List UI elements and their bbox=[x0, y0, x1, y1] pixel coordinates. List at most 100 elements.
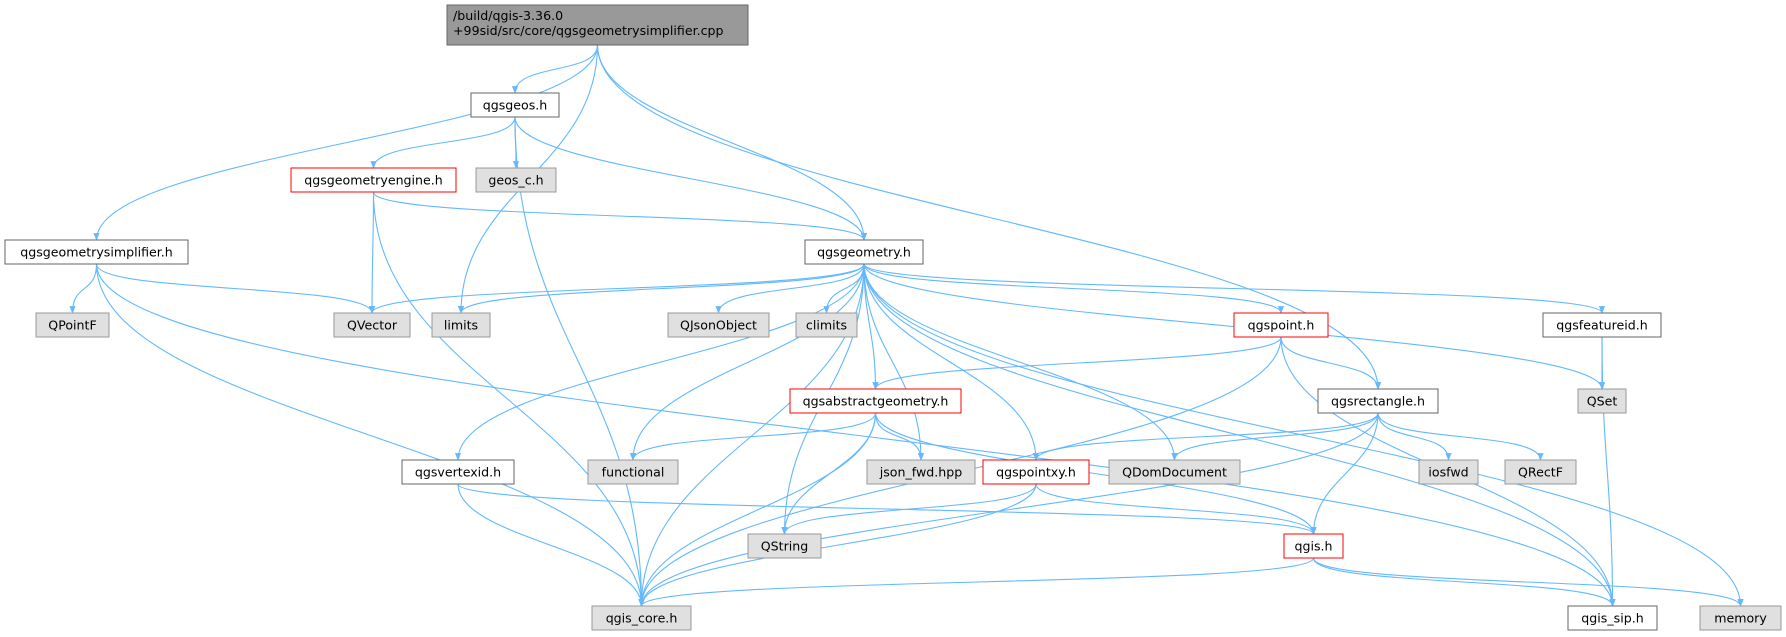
node-label: functional bbox=[602, 465, 665, 480]
edge-qgis_h-to-qgis_sip_h bbox=[1312, 557, 1616, 607]
node-qgspoint_h[interactable]: qgspoint.h bbox=[1233, 312, 1329, 338]
node-qgis_core_h: qgis_core.h bbox=[591, 605, 692, 631]
edge-qgsrectangle_h-to-iosfwd bbox=[1377, 412, 1452, 461]
node-memory: memory bbox=[1699, 605, 1782, 631]
edge-qgsgeometryengine_h-to-QVector bbox=[368, 191, 376, 314]
node-qgspointxy_h[interactable]: qgspointxy.h bbox=[982, 459, 1090, 485]
node-label: qgsgeometry.h bbox=[817, 245, 911, 260]
edge-qgsgeometryengine_h-to-qgsgeometry_h bbox=[372, 191, 867, 241]
edge-qgsrectangle_h-to-qgspointxy_h bbox=[1032, 412, 1379, 461]
node-qgsgeometryengine_h[interactable]: qgsgeometryengine.h bbox=[290, 167, 457, 193]
edge-qgspointxy_h-to-QString bbox=[781, 483, 1037, 535]
edge-qgsgeometry_h-to-limits bbox=[458, 263, 865, 314]
node-QVector: QVector bbox=[333, 312, 411, 338]
node-box bbox=[401, 459, 515, 485]
node-box bbox=[804, 239, 924, 265]
node-box bbox=[35, 312, 110, 338]
node-label: qgsrectangle.h bbox=[1331, 394, 1425, 409]
edge-qgis_h-to-memory bbox=[1312, 557, 1744, 607]
node-label: /build/qgis-3.36.0 bbox=[453, 8, 563, 23]
node-QJsonObject: QJsonObject bbox=[667, 312, 770, 338]
node-box bbox=[1542, 312, 1662, 338]
node-label: QPointF bbox=[48, 318, 96, 333]
node-functional: functional bbox=[587, 459, 679, 485]
node-qgsvertexid_h[interactable]: qgsvertexid.h bbox=[401, 459, 515, 485]
node-box bbox=[1418, 459, 1479, 485]
edge-qgsrectangle_h-to-QDomDocument bbox=[1171, 412, 1379, 461]
edge-qgsrectangle_h-to-qgis_core_h bbox=[638, 412, 1379, 607]
edge-qgsrectangle_h-to-QRectF bbox=[1377, 412, 1544, 461]
node-label: qgsgeometrysimplifier.h bbox=[20, 245, 173, 260]
edge-qgsvertexid_h-to-qgis_h bbox=[457, 483, 1317, 535]
node-box bbox=[431, 312, 491, 338]
node-box bbox=[1283, 533, 1344, 559]
edge-qgspoint_h-to-qgsabstractgeometry_h bbox=[872, 336, 1282, 390]
node-box bbox=[795, 312, 858, 338]
node-qgsgeometry_h[interactable]: qgsgeometry.h bbox=[804, 239, 924, 265]
node-box bbox=[667, 312, 770, 338]
edge-qgsgeometry_h-to-qgsfeatureid_h bbox=[863, 263, 1605, 314]
node-label: qgsgeometryengine.h bbox=[304, 173, 443, 188]
edge-root-to-qgsgeometrysimplifier_h bbox=[93, 44, 599, 241]
node-climits: climits bbox=[795, 312, 858, 338]
node-qgsrectangle_h[interactable]: qgsrectangle.h bbox=[1317, 388, 1439, 414]
edge-qgsgeometryengine_h-to-qgis_core_h bbox=[372, 191, 645, 607]
node-box bbox=[1108, 459, 1241, 485]
node-label: +99sid/src/core/qgsgeometrysimplifier.cp… bbox=[453, 23, 724, 38]
edge-qgspointxy_h-to-qgis_core_h bbox=[638, 483, 1037, 607]
node-json_fwd_hpp: json_fwd.hpp bbox=[866, 459, 976, 485]
node-qgsfeatureid_h[interactable]: qgsfeatureid.h bbox=[1542, 312, 1662, 338]
nodes-layer: /build/qgis-3.36.0+99sid/src/core/qgsgeo… bbox=[4, 4, 1782, 631]
node-box bbox=[475, 167, 557, 193]
node-box bbox=[290, 167, 457, 193]
node-label: json_fwd.hpp bbox=[879, 465, 963, 480]
node-qgis_sip_h[interactable]: qgis_sip.h bbox=[1567, 605, 1658, 631]
edge-qgsgeometry_h-to-QVector bbox=[369, 263, 865, 314]
edge-qgsgeometry_h-to-qgspointxy_h bbox=[863, 263, 1040, 461]
node-label: qgis.h bbox=[1294, 539, 1332, 554]
edge-qgsgeometry_h-to-functional bbox=[629, 263, 865, 461]
node-box bbox=[1504, 459, 1577, 485]
node-label: QVector bbox=[347, 318, 398, 333]
node-box bbox=[587, 459, 679, 485]
edge-root-to-qgsrectangle_h bbox=[596, 44, 1382, 390]
node-box bbox=[1699, 605, 1782, 631]
node-label: qgsgeos.h bbox=[483, 98, 548, 113]
node-label: qgsvertexid.h bbox=[415, 465, 501, 480]
edge-qgsgeometrysimplifier_h-to-QVector bbox=[95, 263, 376, 314]
node-qgsabstractgeometry_h[interactable]: qgsabstractgeometry.h bbox=[789, 388, 962, 414]
node-label: QDomDocument bbox=[1122, 465, 1227, 480]
edge-qgsgeometry_h-to-QDomDocument bbox=[863, 263, 1178, 461]
node-label: qgis_sip.h bbox=[1581, 611, 1643, 626]
node-label: QRectF bbox=[1518, 465, 1563, 480]
node-root[interactable]: /build/qgis-3.36.0+99sid/src/core/qgsgeo… bbox=[446, 4, 749, 46]
node-qgis_h[interactable]: qgis.h bbox=[1283, 533, 1344, 559]
edge-qgsgeos_h-to-qgsgeometry_h bbox=[514, 116, 868, 241]
node-box bbox=[1317, 388, 1439, 414]
edge-qgsgeometry_h-to-qgsvertexid_h bbox=[454, 263, 865, 461]
node-geos_c_h: geos_c.h bbox=[475, 167, 557, 193]
node-label: qgspointxy.h bbox=[996, 465, 1076, 480]
edge-qgsgeometry_h-to-json_fwd_hpp bbox=[863, 263, 925, 461]
edge-qgsgeos_h-to-qgsgeometryengine_h bbox=[370, 116, 516, 169]
node-box bbox=[1233, 312, 1329, 338]
edge-root-to-qgsgeos_h bbox=[511, 44, 599, 94]
edge-qgsabstractgeometry_h-to-functional bbox=[629, 412, 877, 461]
node-qgsgeometrysimplifier_h[interactable]: qgsgeometrysimplifier.h bbox=[4, 239, 189, 265]
edge-qgsrectangle_h-to-qgis_h bbox=[1310, 412, 1379, 535]
node-box bbox=[4, 239, 189, 265]
node-label: geos_c.h bbox=[488, 173, 543, 188]
node-box bbox=[866, 459, 976, 485]
node-QSet: QSet bbox=[1577, 388, 1627, 414]
node-label: QSet bbox=[1587, 394, 1618, 409]
edge-qgsgeometry_h-to-memory bbox=[863, 263, 1744, 607]
node-QRectF: QRectF bbox=[1504, 459, 1577, 485]
node-qgsgeos_h[interactable]: qgsgeos.h bbox=[470, 92, 560, 118]
node-iosfwd: iosfwd bbox=[1418, 459, 1479, 485]
edge-qgsgeometrysimplifier_h-to-qgis_sip_h bbox=[95, 263, 1616, 607]
edge-qgsabstractgeometry_h-to-qgis_h bbox=[874, 412, 1317, 535]
node-label: QString bbox=[761, 539, 809, 554]
node-QPointF: QPointF bbox=[35, 312, 110, 338]
edge-qgsvertexid_h-to-qgis_core_h bbox=[457, 483, 645, 607]
